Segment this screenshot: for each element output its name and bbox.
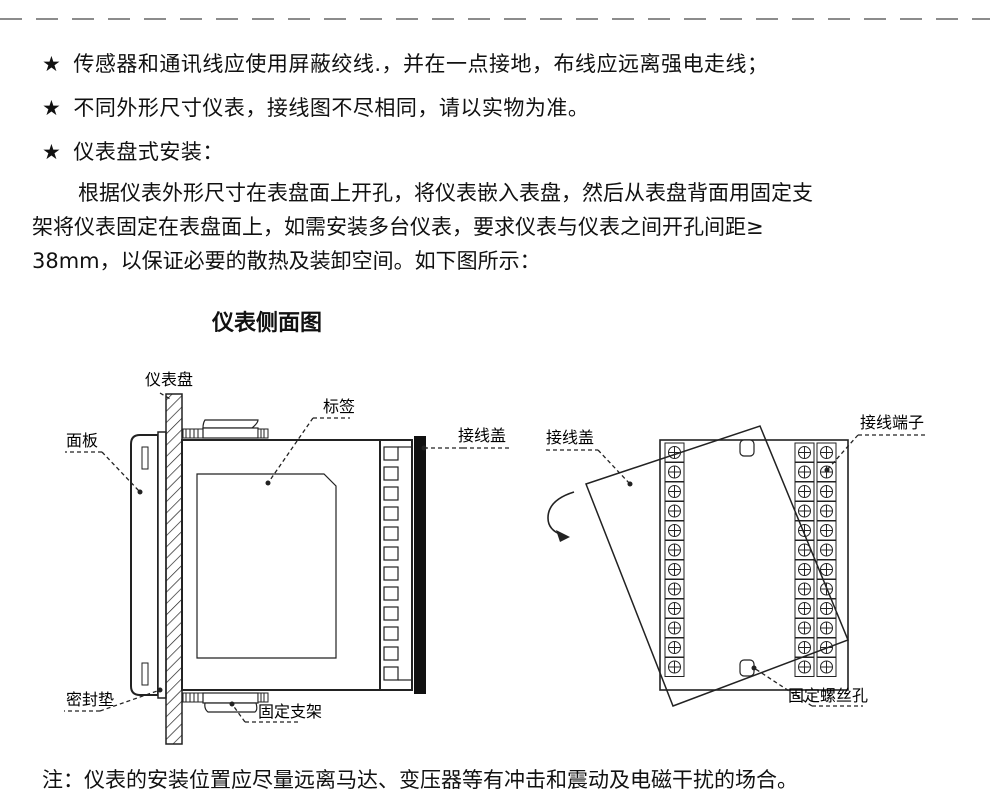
terminal-screw-icon [664, 559, 685, 580]
terminal-screw-icon [794, 657, 815, 677]
rotate-arrow-icon [547, 491, 575, 536]
star-bullet-icon: ★ [42, 96, 62, 120]
terminal-screw-icon [794, 462, 815, 482]
install-paragraph: 根据仪表外形尺寸在表盘面上开孔，将仪表嵌入表盘，然后从表盘背面用固定支 架将仪表… [32, 176, 932, 278]
bottom-bracket [202, 692, 259, 704]
label-face-plate: 面板 [66, 431, 98, 450]
terminal-screw-icon [664, 481, 685, 502]
terminal-screw-icon [816, 657, 837, 677]
note-item-1: ★ 传感器和通讯线应使用屏蔽绞线.，并在一点接地，布线应远离强电走线； [42, 48, 769, 78]
terminal-screw-icon [794, 481, 815, 502]
terminal-screw-icon [664, 462, 685, 482]
note-text-1: 传感器和通讯线应使用屏蔽绞线.，并在一点接地，布线应远离强电走线； [73, 52, 769, 76]
install-diagram: 仪表盘 面板 标签 接线盖 密封垫 固定支架 接线盖 接线端子 固定螺丝孔 [64, 370, 925, 745]
terminal-screw-icon [816, 520, 837, 541]
face-plate [130, 434, 159, 696]
paragraph-line-1: 根据仪表外形尺寸在表盘面上开孔，将仪表嵌入表盘，然后从表盘背面用固定支 [78, 181, 813, 205]
terminal-screw-icon [794, 559, 815, 580]
face-plate-slot-bottom [141, 662, 149, 686]
label-terminals: 接线端子 [860, 413, 924, 432]
terminal-column-right-2 [816, 442, 837, 677]
top-bracket [202, 419, 259, 429]
terminal-screw-icon [794, 598, 815, 619]
note-item-3: ★ 仪表盘式安装： [42, 136, 224, 166]
seal-gasket [157, 431, 167, 699]
paragraph-line-2: 架将仪表固定在表盘面上，如需安装多台仪表，要求仪表与仪表之间开孔间距≥ [32, 215, 764, 239]
star-bullet-icon: ★ [42, 52, 62, 76]
terminal-screw-icon [816, 618, 837, 638]
terminal-screw-icon [664, 540, 685, 560]
panel-hatched [165, 393, 183, 745]
terminal-screw-icon [794, 579, 815, 599]
terminal-screw-icon [794, 520, 815, 541]
tag-area [196, 473, 337, 659]
label-terminal-cover-right: 接线盖 [546, 428, 594, 447]
terminal-cover-rotated [585, 425, 849, 707]
note-item-2: ★ 不同外形尺寸仪表，接线图不尽相同，请以实物为准。 [42, 92, 589, 122]
terminal-screw-icon [664, 657, 685, 677]
label-terminal-cover-left: 接线盖 [458, 426, 506, 445]
top-dashed-divider [0, 18, 990, 20]
terminal-screw-icon [664, 598, 685, 619]
terminal-screw-icon [816, 481, 837, 502]
terminal-screw-icon [816, 442, 837, 463]
rear-terminal-cells [383, 446, 412, 681]
terminal-screw-icon [664, 520, 685, 541]
paragraph-line-3: 38mm，以保证必要的散热及装卸空间。如下图所示： [32, 249, 541, 273]
label-tag: 标签 [323, 397, 355, 416]
terminal-screw-icon [664, 579, 685, 599]
note-text-3: 仪表盘式安装： [73, 140, 224, 164]
note-text-2: 不同外形尺寸仪表，接线图不尽相同，请以实物为准。 [73, 96, 590, 120]
label-screw-hole: 固定螺丝孔 [788, 686, 868, 705]
terminal-screw-icon [664, 637, 685, 658]
terminal-screw-icon [664, 618, 685, 638]
terminal-screw-icon [816, 598, 837, 619]
terminal-cover-side [414, 436, 426, 694]
figure-title: 仪表侧面图 [212, 310, 323, 336]
terminal-column-left [664, 442, 685, 677]
terminal-column-right-1 [794, 442, 815, 677]
terminal-screw-icon [816, 559, 837, 580]
terminal-screw-icon [794, 442, 815, 463]
terminal-screw-icon [664, 501, 685, 521]
label-bracket: 固定支架 [258, 702, 322, 721]
label-panel: 仪表盘 [145, 370, 193, 389]
label-seal: 密封垫 [66, 690, 114, 709]
face-plate-slot-top [141, 446, 149, 470]
footer-note: 注：仪表的安装位置应尽量远离马达、变压器等有冲击和震动及电磁干扰的场合。 [42, 768, 798, 792]
star-bullet-icon: ★ [42, 140, 62, 164]
terminal-screw-icon [794, 618, 815, 638]
rear-terminal-block [379, 439, 413, 691]
meter-body [181, 439, 381, 691]
terminal-screw-icon [816, 540, 837, 560]
screw-hole-top [739, 439, 755, 457]
terminal-screw-icon [816, 501, 837, 521]
